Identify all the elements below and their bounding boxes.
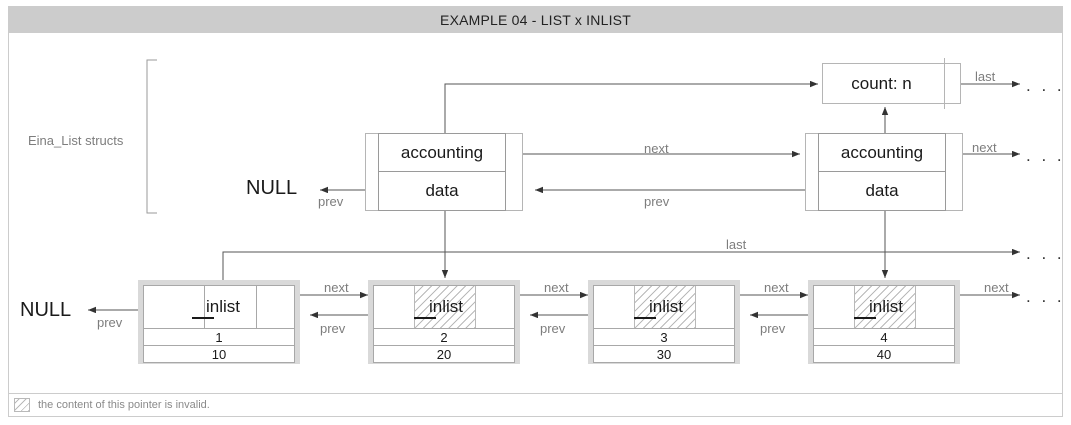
legend-divider [8, 393, 1063, 394]
prev-label-node4: prev [760, 321, 786, 336]
inlist-node-3-value1: 3 [593, 329, 735, 346]
legend-text: the content of this pointer is invalid. [38, 399, 210, 411]
null-bottom-label: NULL [20, 299, 72, 321]
eina-list-struct-1-inner: accounting data [378, 133, 506, 211]
eina-list-struct-2-inner: accounting data [818, 133, 946, 211]
inlist-node-4-value2: 40 [813, 346, 955, 363]
last-label-count: last [975, 69, 996, 84]
count-text: count: n [851, 73, 912, 93]
accounting-count-box: count: n [822, 63, 961, 104]
next-label-struct2-out: next [972, 140, 997, 155]
next-label-node4: next [984, 280, 1009, 295]
null-top-label: NULL [246, 177, 298, 199]
legend-hatch-swatch-icon [14, 398, 30, 412]
inlist-node-1-value2: 10 [143, 346, 295, 363]
ellipsis-struct2-next: . . . [1026, 146, 1065, 165]
count-box-divider [944, 58, 945, 109]
inlist-node-1-pointer-row: inlist [143, 285, 295, 329]
invalid-pointer-hatch [414, 286, 476, 328]
inlist-node-3: inlist 3 30 [588, 280, 740, 364]
inlist-node-1: inlist 1 10 [138, 280, 300, 364]
ellipsis-count-last: . . . [1026, 76, 1065, 95]
struct2-data-cell: data [818, 172, 946, 211]
struct1-data-cell: data [378, 172, 506, 211]
eina-list-struct-1: accounting data [365, 133, 523, 211]
ellipsis-inlist-last: . . . [1026, 244, 1065, 263]
inlist-node-3-pointer-row: inlist [593, 285, 735, 329]
next-label-node3: next [764, 280, 789, 295]
prev-label-node3: prev [540, 321, 566, 336]
invalid-pointer-hatch [634, 286, 696, 328]
inlist-node-2-value1: 2 [373, 329, 515, 346]
prev-label-node2: prev [320, 321, 346, 336]
prev-label-struct2: prev [644, 194, 670, 209]
eina-list-structs-label: Eina_List structs [28, 133, 124, 148]
next-label-node2: next [544, 280, 569, 295]
last-label-inlist: last [726, 237, 747, 252]
diagram-title: EXAMPLE 04 - LIST x INLIST [9, 7, 1062, 33]
inlist-node-1-value1: 1 [143, 329, 295, 346]
inlist-node-2-value2: 20 [373, 346, 515, 363]
struct1-accounting-cell: accounting [378, 133, 506, 172]
prev-label-struct1: prev [318, 194, 344, 209]
inlist-node-2: inlist 2 20 [368, 280, 520, 364]
inlist-node-4: inlist 4 40 [808, 280, 960, 364]
invalid-pointer-hatch [854, 286, 916, 328]
inlist-node-3-value2: 30 [593, 346, 735, 363]
inlist-node-4-value1: 4 [813, 329, 955, 346]
inlist-node-4-pointer-row: inlist [813, 285, 955, 329]
next-label-struct1: next [644, 141, 669, 156]
next-label-node1: next [324, 280, 349, 295]
eina-list-struct-2: accounting data [805, 133, 963, 211]
ellipsis-inlist-next: . . . [1026, 287, 1065, 306]
inlist-node-1-field-label: inlist [206, 297, 241, 316]
prev-label-node1: prev [97, 315, 123, 330]
inlist-node-2-pointer-row: inlist [373, 285, 515, 329]
struct2-accounting-cell: accounting [818, 133, 946, 172]
